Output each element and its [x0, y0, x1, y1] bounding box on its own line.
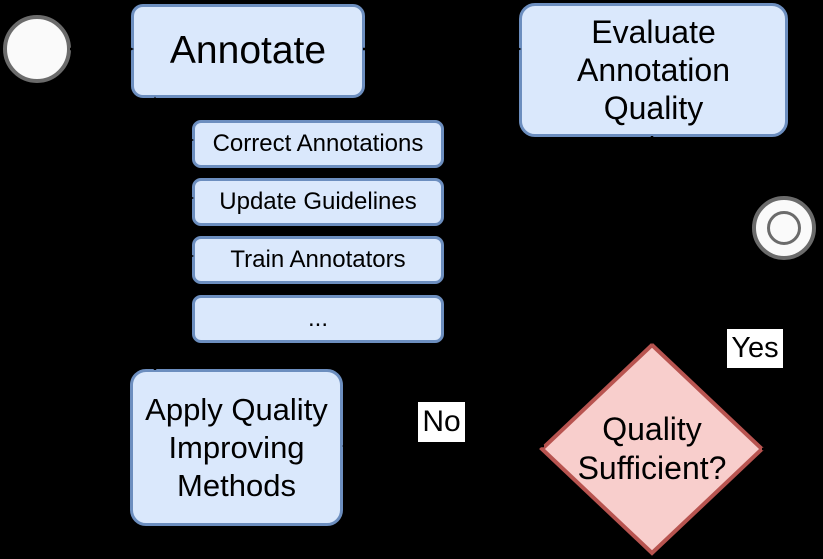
edge-apply-to-annotate-arrowhead [149, 96, 161, 108]
evaluate-annotation-quality-node: Evaluate Annotation Quality [519, 3, 788, 137]
decision-label: Quality Sufficient? [577, 411, 727, 486]
edge-decision-to-end-arrowhead [768, 262, 780, 274]
method-update-guidelines-label: Update Guidelines [219, 188, 417, 215]
evaluate-label: Evaluate Annotation Quality [576, 14, 730, 126]
method-ellipsis-node: ... [192, 295, 444, 343]
edge-decision-to-apply-arrowhead [342, 440, 354, 452]
method-train-annotators-node: Train Annotators [192, 236, 444, 284]
method-ellipsis-label: ... [307, 305, 328, 332]
method-train-annotators-label: Train Annotators [230, 246, 406, 273]
method-correct-annotations-node: Correct Annotations [192, 120, 444, 168]
annotate-label: Annotate [169, 29, 327, 72]
decision-diamond-polygon [539, 342, 765, 556]
method-correct-annotations-label: Correct Annotations [212, 130, 424, 157]
yes-edge-label: Yes [727, 329, 783, 368]
annotate-node: Annotate [131, 4, 365, 98]
apply-quality-improving-methods-node: Apply Quality Improving Methods [130, 369, 343, 526]
quality-sufficient-decision-node: Quality Sufficient? [538, 341, 766, 557]
no-edge-label: No [418, 402, 465, 442]
method-update-guidelines-node: Update Guidelines [192, 178, 444, 226]
apply-label: Apply Quality Improving Methods [145, 391, 328, 503]
end-node-inner-ring [767, 211, 801, 245]
end-node-circle [752, 196, 816, 260]
start-node-circle [3, 15, 71, 83]
decision-diamond-shape [539, 342, 765, 556]
